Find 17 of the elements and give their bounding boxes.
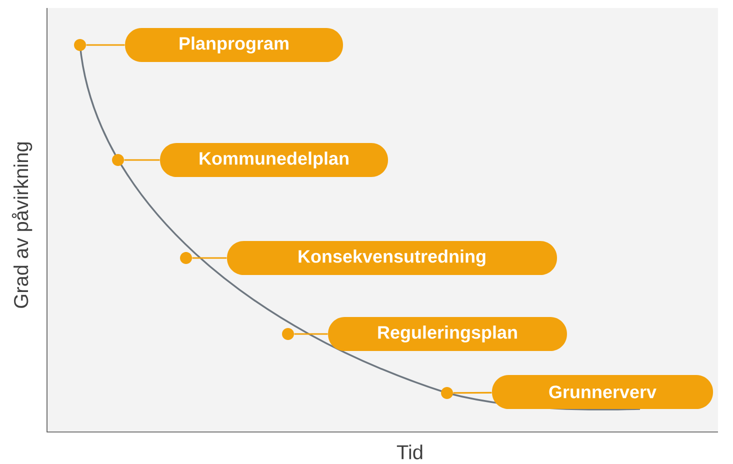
dot xyxy=(282,328,294,340)
label-pill: Konsekvensutredning xyxy=(227,241,557,275)
label-pill: Planprogram xyxy=(125,28,343,62)
leader-line xyxy=(124,159,160,161)
dot xyxy=(441,387,453,399)
axis-label: Tid xyxy=(396,444,422,460)
axis-label: Grad av påvirkning xyxy=(12,142,32,308)
label-pill: Kommunedelplan xyxy=(160,143,388,177)
label-pill: Grunnerverv xyxy=(492,375,714,409)
label-pill: Reguleringsplan xyxy=(328,317,567,351)
leader-line xyxy=(294,333,328,335)
leader-line xyxy=(86,44,125,46)
dot xyxy=(112,154,124,166)
dot xyxy=(180,252,192,264)
leader-line xyxy=(192,257,227,259)
leader-line xyxy=(453,392,492,394)
dot xyxy=(74,39,86,51)
